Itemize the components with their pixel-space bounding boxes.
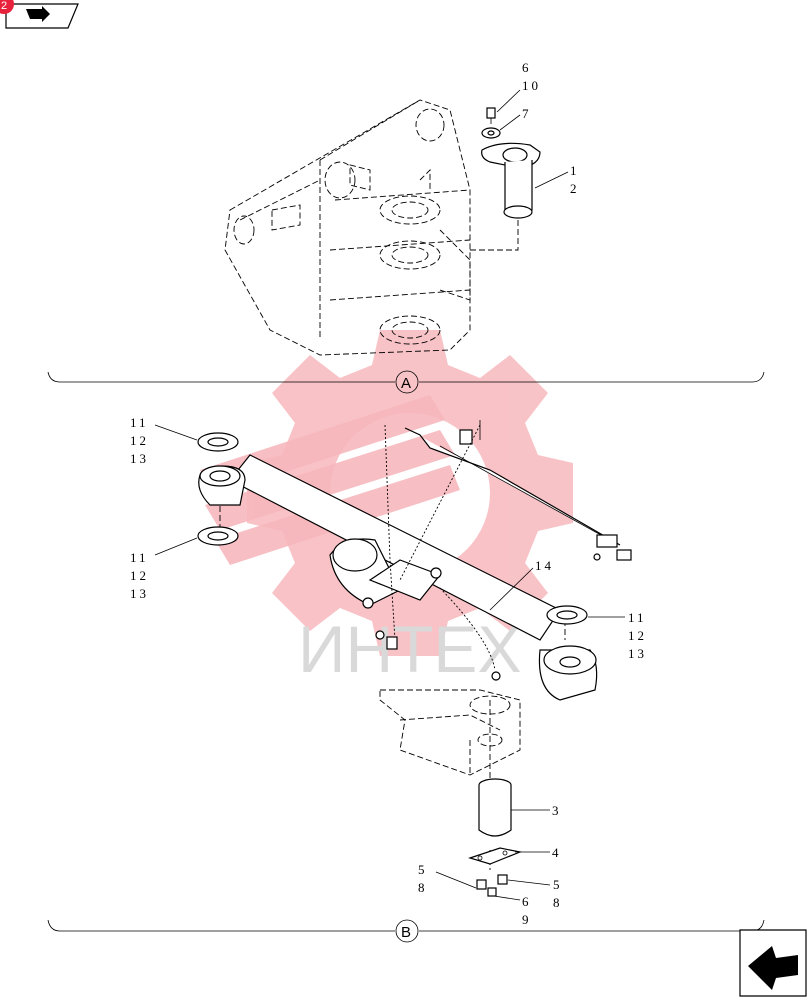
callout-13: 13: [130, 586, 149, 601]
leader-5-8-right: [507, 879, 551, 886]
callout-11: 11: [628, 610, 647, 625]
callout-9: 9: [522, 912, 532, 927]
shim-bottom-left: [197, 526, 239, 546]
nav-next-button[interactable]: [739, 929, 807, 997]
leader-7: [499, 114, 521, 131]
hose-assembly: [404, 420, 632, 561]
pin-1: [481, 142, 541, 219]
callout-8: 8: [418, 880, 428, 895]
leader-1-2: [534, 171, 569, 189]
bolts-5-8: [476, 874, 508, 897]
cylinder-14: [198, 454, 598, 701]
plate-4: [468, 847, 523, 865]
bolt-6: [486, 107, 496, 124]
page-arrow-icon: [26, 6, 50, 22]
nav-prev-button[interactable]: [5, 3, 79, 29]
callout-7: 7: [522, 106, 532, 121]
callout-6: 6: [522, 60, 532, 75]
callout-14: 14: [535, 558, 554, 573]
callout-12: 12: [130, 433, 149, 448]
page-badge-label: 2: [1, 0, 7, 12]
leader-6-10: [496, 89, 521, 113]
section-a-label: A: [401, 375, 411, 392]
page-badge: 2: [0, 0, 14, 14]
callout-12: 12: [130, 568, 149, 583]
callout-8: 8: [553, 895, 563, 910]
callout-3: 3: [552, 803, 562, 818]
pin-3: [478, 778, 512, 837]
leader-14: [489, 567, 534, 611]
callout-5: 5: [553, 877, 563, 892]
leader-11-12-13-b: [154, 537, 198, 556]
section-b-label: B: [401, 924, 411, 941]
leader-5-8-left: [435, 871, 477, 889]
leader-6-9: [493, 895, 521, 901]
callout-1: 1: [570, 163, 580, 178]
leader-11-12-13-a: [154, 424, 198, 441]
callout-11: 11: [130, 550, 149, 565]
section-b-divider: B: [47, 919, 765, 943]
pin-axis-line: [470, 220, 519, 251]
callout-13: 13: [628, 646, 647, 661]
shim-right: [546, 605, 588, 625]
watermark-text: ИНТЕХ: [298, 612, 521, 686]
callout-13: 13: [130, 451, 149, 466]
next-page-icon: [748, 946, 798, 990]
callout-4: 4: [552, 845, 562, 860]
callout-2: 2: [570, 181, 580, 196]
section-a-divider: A: [47, 370, 765, 394]
shim-top-left: [197, 432, 239, 452]
lower-mount: [379, 689, 521, 776]
section-a-frame: [224, 99, 471, 356]
callout-5: 5: [418, 862, 428, 877]
callout-10: 10: [522, 78, 541, 93]
washer-7: [481, 127, 501, 139]
fitting-small: [375, 630, 501, 681]
callout-12: 12: [628, 628, 647, 643]
callout-6: 6: [522, 894, 532, 909]
callout-11: 11: [130, 415, 149, 430]
